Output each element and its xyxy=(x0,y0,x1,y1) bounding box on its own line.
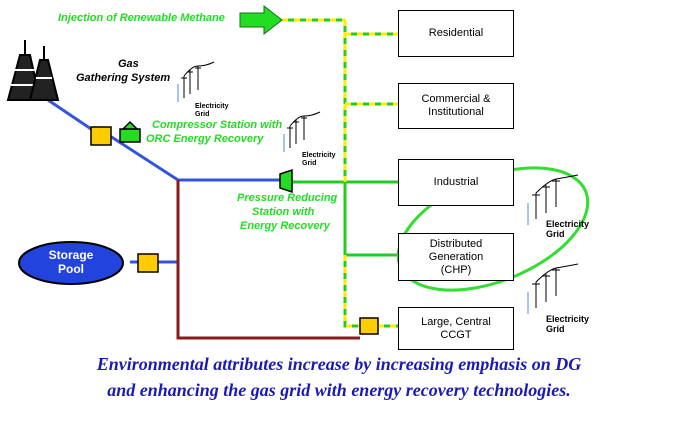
prs-label-line2: Station with xyxy=(252,206,315,218)
prs-label-line1: Pressure Reducing xyxy=(237,192,338,204)
prs-label-line3: Energy Recovery xyxy=(240,220,330,232)
injection-label: Injection of Renewable Methane xyxy=(58,12,225,24)
storage-label-line1: Storage xyxy=(48,248,94,262)
gas-gathering-label-line2: Gathering System xyxy=(76,72,171,84)
injection-arrow-icon xyxy=(239,4,283,36)
ccgt-station-box xyxy=(359,317,379,335)
electricity-grid-icon xyxy=(527,174,579,225)
commercial-box: Commercial &Institutional xyxy=(398,83,514,129)
compressor-label-line2: ORC Energy Recovery xyxy=(146,133,264,145)
compressor-orc-icon xyxy=(119,120,141,143)
storage-pool xyxy=(18,241,124,285)
compressor-label-line1: Compressor Station with xyxy=(152,119,283,131)
residential-box: Residential xyxy=(398,10,514,57)
gas-rig-icon xyxy=(6,40,60,101)
caption-line2: and enhancing the gas grid with energy r… xyxy=(107,380,571,400)
storage-station-box xyxy=(137,253,159,273)
renewable-methane-lines xyxy=(282,18,398,328)
electricity-grid-icon xyxy=(283,111,321,152)
red-pipe-to-ccgt xyxy=(176,180,360,340)
gas-gathering-label-line1: Gas xyxy=(118,58,139,70)
electricity-grid-icon xyxy=(527,263,579,314)
compressor-station-box xyxy=(90,126,112,146)
storage-label-line2: Pool xyxy=(58,262,84,276)
transmission-pipe-diagonal xyxy=(109,134,179,182)
red-pipelines xyxy=(176,180,360,340)
industrial-box: Industrial xyxy=(398,159,514,206)
pressure-reducing-station-icon xyxy=(279,168,293,194)
caption-line1: Environmental attributes increase by inc… xyxy=(96,354,582,374)
electricity-grid-icon xyxy=(177,61,215,102)
